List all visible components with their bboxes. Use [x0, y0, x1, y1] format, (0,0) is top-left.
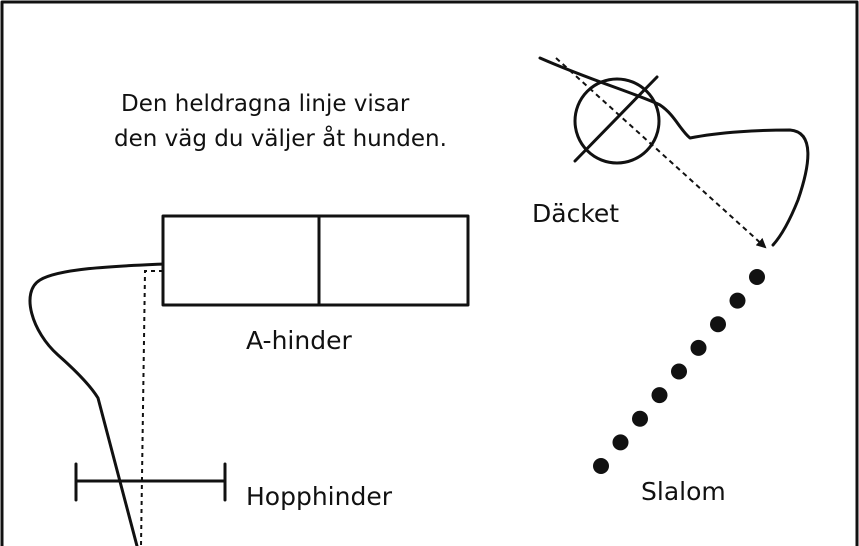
tire-obstacle — [573, 75, 661, 165]
dashed-path-a-frame — [140, 270, 163, 546]
a-frame-label: A-hinder — [246, 326, 352, 355]
a-frame-obstacle — [161, 214, 470, 307]
tire-label: Däcket — [532, 199, 619, 228]
weave-pole — [749, 269, 765, 285]
weave-pole — [671, 363, 687, 380]
instruction-line-2: den väg du väljer åt hunden. — [114, 124, 447, 152]
weave-obstacle — [593, 269, 765, 474]
chosen-path-right — [538, 56, 810, 247]
dashed-path-arrow — [555, 57, 767, 249]
chosen-path-left — [28, 262, 165, 546]
weave-pole — [632, 410, 648, 427]
weave-pole — [690, 339, 707, 356]
weave-pole — [593, 458, 609, 474]
jump-obstacle — [74, 462, 227, 502]
weave-pole — [651, 387, 668, 404]
jump-label: Hopphinder — [246, 482, 393, 511]
weave-pole — [612, 434, 629, 451]
instruction-line-1: Den heldragna linje visar — [121, 91, 410, 117]
weave-label: Slalom — [641, 477, 726, 506]
weave-pole — [729, 292, 746, 309]
weave-pole — [710, 316, 726, 333]
